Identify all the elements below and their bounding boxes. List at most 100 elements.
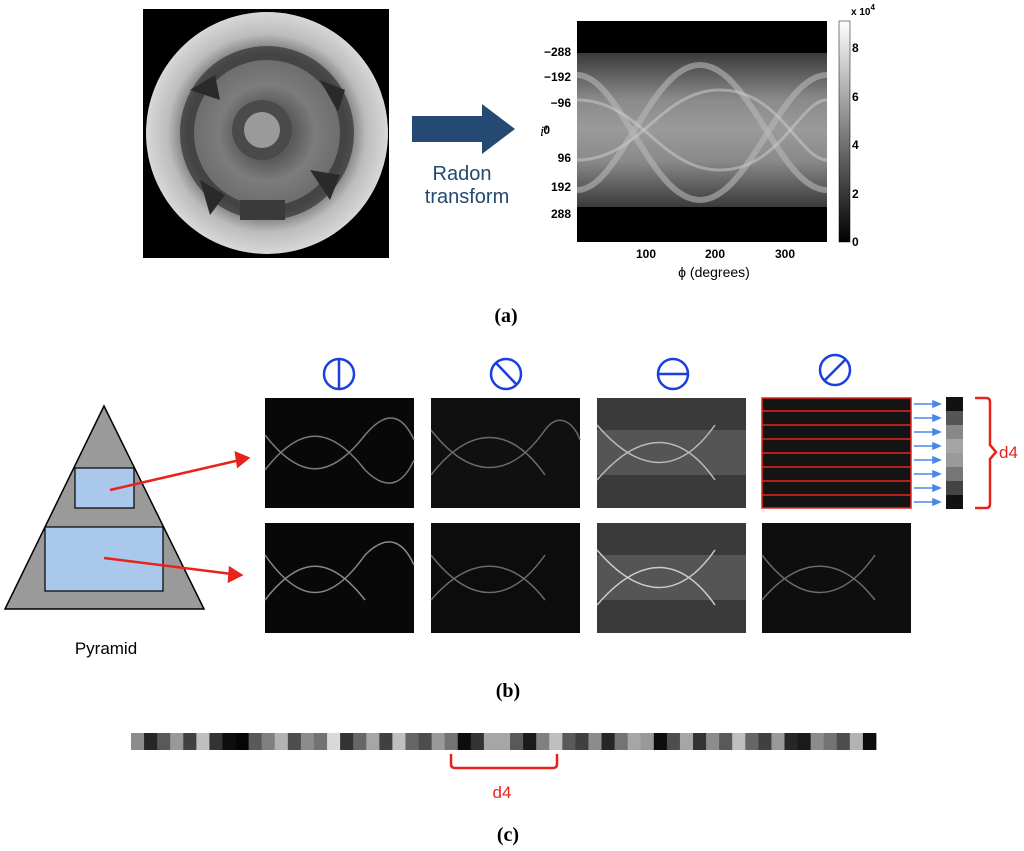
fisheye-image [143, 9, 389, 258]
d4-label-c: d4 [493, 783, 512, 802]
filtered-sinograms-level-2 [264, 523, 911, 633]
descriptor-cell [575, 733, 589, 750]
sinogram-ylabel: i′ [540, 124, 548, 140]
diagonal-backslash-circle-icon [489, 357, 523, 391]
descriptor-cell [862, 733, 877, 750]
descriptor-cell [300, 733, 315, 750]
orientation-icons [322, 353, 852, 391]
panel-b: Pyramid [3, 353, 1018, 702]
descriptor-cell [797, 733, 812, 750]
descriptor-cell [496, 733, 511, 750]
radon-label-1: Radon [433, 163, 492, 185]
horizontal-line-circle-icon [656, 357, 690, 391]
descriptor-cell [784, 733, 798, 750]
sinogram-image [576, 21, 828, 242]
d4-label-b: d4 [999, 443, 1018, 462]
ytick: −288 [544, 45, 571, 59]
descriptor-cell [327, 733, 341, 750]
descriptor-cell [313, 733, 328, 750]
descriptor-cell [392, 733, 406, 750]
radon-label-2: transform [425, 186, 509, 208]
ytick: −96 [551, 96, 572, 110]
pyramid-level-upper [74, 467, 135, 509]
descriptor-cell [366, 733, 380, 750]
descriptor-cell [379, 733, 393, 750]
sinogram-xlabel: ϕ (degrees) [678, 264, 750, 280]
descriptor-cell [640, 733, 655, 750]
descriptor-cell [431, 733, 446, 750]
descriptor-cell [549, 733, 563, 750]
cbar-tick: 0 [852, 235, 859, 249]
pyramid-arrows [103, 450, 251, 584]
descriptor-cell [483, 733, 498, 750]
caption-a: (a) [494, 305, 517, 327]
descriptor-cell [810, 733, 825, 750]
descriptor-cell [836, 733, 851, 750]
descriptor-cell [248, 733, 263, 750]
descriptor-cell [745, 733, 759, 750]
caption-b: (b) [496, 680, 520, 702]
descriptor-cell [261, 733, 276, 750]
descriptor-cell [131, 733, 145, 750]
descriptor-cell [562, 733, 576, 750]
descriptor-cell [353, 733, 367, 750]
d4-bracket [975, 396, 998, 510]
descriptor-cell [679, 733, 694, 750]
descriptor-cell [170, 733, 184, 750]
descriptor-cell [732, 733, 746, 750]
descriptor-cell [418, 733, 433, 750]
d4-bracket-c [449, 754, 559, 770]
descriptor-strip [131, 733, 877, 750]
descriptor-cell [706, 733, 720, 750]
colorbar-ticks: 8 6 4 2 0 [852, 41, 859, 249]
descriptor-cell [157, 733, 171, 750]
descriptor-cell [758, 733, 772, 750]
descriptor-cell [235, 733, 250, 750]
descriptor-cell [405, 733, 419, 750]
filtered-sinograms-level-1 [264, 397, 912, 509]
descriptor-cell [196, 733, 210, 750]
sinogram-yticks: −288 −192 −96 0 96 192 288 [543, 45, 571, 221]
ytick: 96 [558, 151, 572, 165]
ytick: −192 [544, 70, 571, 84]
descriptor-cell [771, 733, 785, 750]
xtick: 100 [636, 247, 656, 261]
descriptor-cell [627, 733, 642, 750]
cbar-tick: 6 [852, 90, 859, 104]
descriptor-cell [601, 733, 615, 750]
descriptor-cell [183, 733, 197, 750]
descriptor-cell [274, 733, 289, 750]
cbar-tick: 8 [852, 41, 859, 55]
colorbar-exponent: x 104 [851, 3, 875, 18]
descriptor-cell [693, 733, 707, 750]
row-arrows [914, 399, 942, 507]
pyramid-label: Pyramid [75, 639, 137, 658]
descriptor-cell [510, 733, 524, 750]
ytick: 0 [543, 123, 550, 137]
ytick: 288 [551, 207, 571, 221]
ytick: 192 [551, 180, 571, 194]
descriptor-column [946, 397, 963, 509]
descriptor-cell [653, 733, 668, 750]
descriptor-cell [444, 733, 459, 750]
descriptor-cell [470, 733, 485, 750]
xtick: 200 [705, 247, 725, 261]
descriptor-cell [287, 733, 302, 750]
descriptor-cell [144, 733, 158, 750]
descriptor-cell [209, 733, 223, 750]
descriptor-cell [719, 733, 733, 750]
descriptor-cell [614, 733, 629, 750]
descriptor-cell [536, 733, 550, 750]
panel-a: Radon transform i′ −288 −192 −96 0 96 19… [143, 3, 875, 327]
descriptor-cell [849, 733, 864, 750]
caption-c: (c) [497, 824, 519, 846]
descriptor-cell [523, 733, 537, 750]
descriptor-cell [666, 733, 681, 750]
sinogram-xticks: 100 200 300 [636, 247, 795, 261]
vertical-line-circle-icon [322, 357, 356, 391]
radon-arrow [412, 104, 515, 154]
descriptor-cell [457, 733, 472, 750]
descriptor-cell [340, 733, 354, 750]
descriptor-cell [588, 733, 602, 750]
diagonal-slash-circle-icon [818, 353, 852, 387]
